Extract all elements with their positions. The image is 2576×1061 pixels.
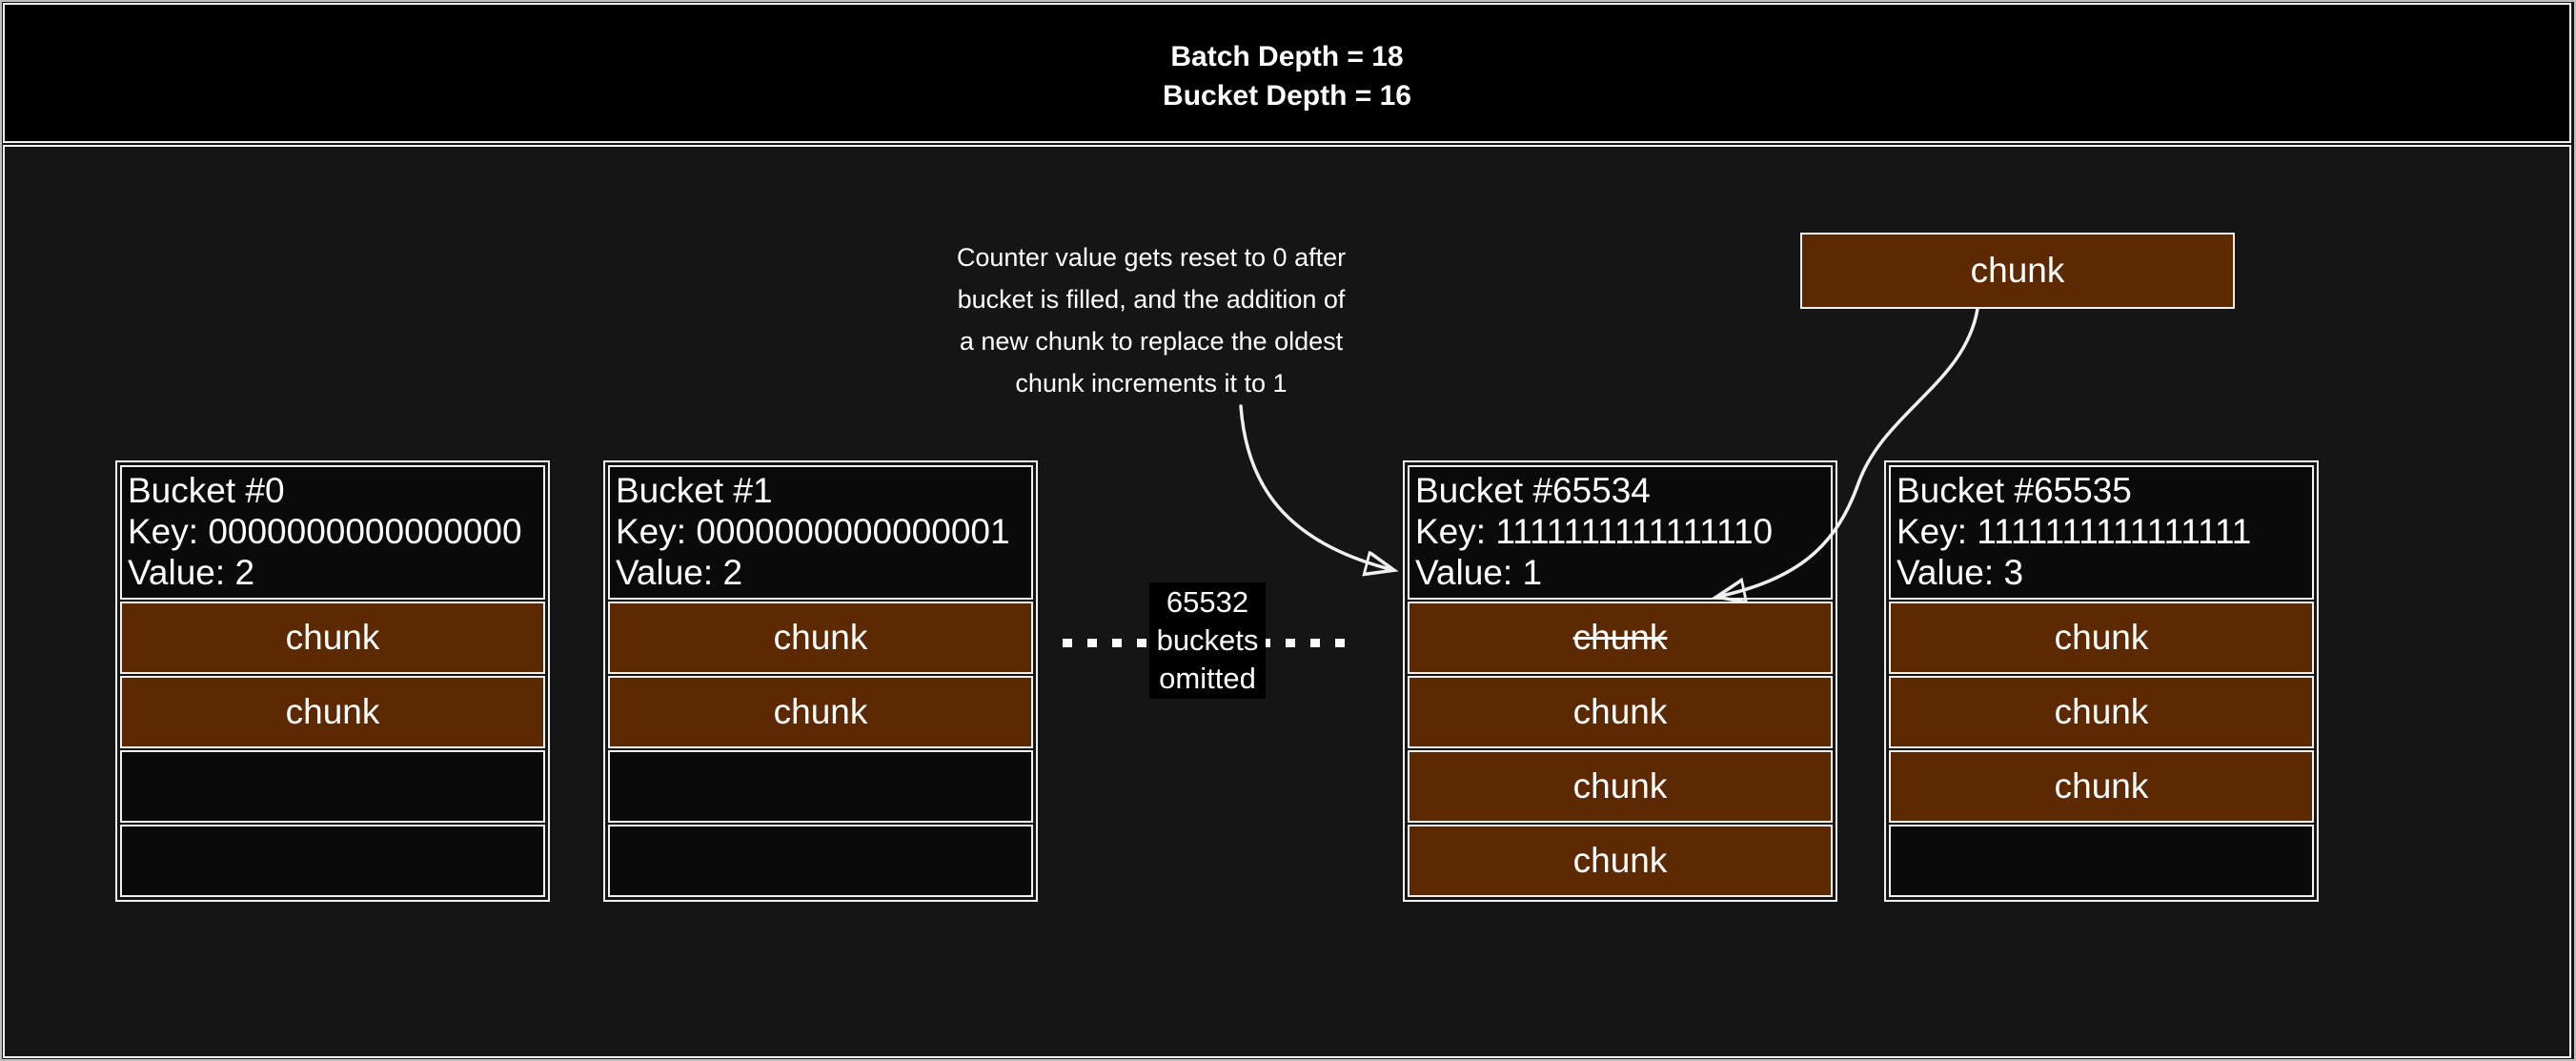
bucket-depth-text: Bucket Depth = 16 [1163,79,1411,112]
bucket-0-header: Bucket #0 Key: 0000000000000000 Value: 2 [120,465,545,600]
bucket-key: Key: 0000000000000000 [128,512,522,551]
omitted-omitted-text: omitted [1159,662,1256,695]
bucket-65535: Bucket #65535 Key: 1111111111111111 Valu… [1884,460,2319,902]
annotation-line: bucket is filled, and the addition of [957,285,1346,314]
annotation-text: Counter value gets reset to 0 after buck… [903,236,1399,404]
bucket-value: Value: 2 [128,553,255,592]
title-banner: Batch Depth = 18 Bucket Depth = 16 [3,3,2571,143]
empty-slot [120,750,545,823]
empty-slot [1889,825,2314,897]
bucket-title: Bucket #0 [128,471,285,510]
chunk-slot-replaced: chunk [1408,602,1833,674]
floating-chunk-box: chunk [1800,233,2235,309]
chunk-slot: chunk [1889,602,2314,674]
omitted-count-text: 65532 [1166,585,1249,619]
chunk-slot: chunk [1889,750,2314,823]
bucket-65535-header: Bucket #65535 Key: 1111111111111111 Valu… [1889,465,2314,600]
annotation-line: a new chunk to replace the oldest [959,327,1344,356]
chunk-slot: chunk [1408,750,1833,823]
empty-slot [120,825,545,897]
bucket-title: Bucket #65535 [1897,471,2132,510]
chunk-slot: chunk [1408,676,1833,748]
bucket-key: Key: 1111111111111110 [1415,512,1774,551]
bucket-value: Value: 1 [1415,553,1543,592]
chunk-slot: chunk [608,676,1033,748]
omitted-buckets-text: buckets [1156,623,1259,657]
empty-slot [608,750,1033,823]
bucket-65534: Bucket #65534 Key: 1111111111111110 Valu… [1403,460,1837,902]
bucket-1-header: Bucket #1 Key: 0000000000000001 Value: 2 [608,465,1033,600]
batch-depth-text: Batch Depth = 18 [1170,40,1404,72]
chunk-slot: chunk [120,676,545,748]
annotation-line: chunk increments it to 1 [1015,369,1288,398]
bucket-value: Value: 2 [616,553,743,592]
floating-chunk-label: chunk [1970,251,2065,290]
bucket-key: Key: 0000000000000001 [616,512,1010,551]
annotation-line: Counter value gets reset to 0 after [956,243,1347,272]
bucket-title: Bucket #65534 [1415,471,1651,510]
bucket-value: Value: 3 [1897,553,2024,592]
bucket-65534-header: Bucket #65534 Key: 1111111111111110 Valu… [1408,465,1833,600]
bucket-0: Bucket #0 Key: 0000000000000000 Value: 2… [115,460,550,902]
bucket-1: Bucket #1 Key: 0000000000000001 Value: 2… [603,460,1038,902]
bucket-key: Key: 1111111111111111 [1897,512,2252,551]
chunk-slot: chunk [1408,825,1833,897]
chunk-slot: chunk [120,602,545,674]
empty-slot [608,825,1033,897]
chunk-slot: chunk [608,602,1033,674]
bucket-title: Bucket #1 [616,471,773,510]
omitted-label: 65532 buckets omitted [1149,582,1266,699]
chunk-slot: chunk [1889,676,2314,748]
